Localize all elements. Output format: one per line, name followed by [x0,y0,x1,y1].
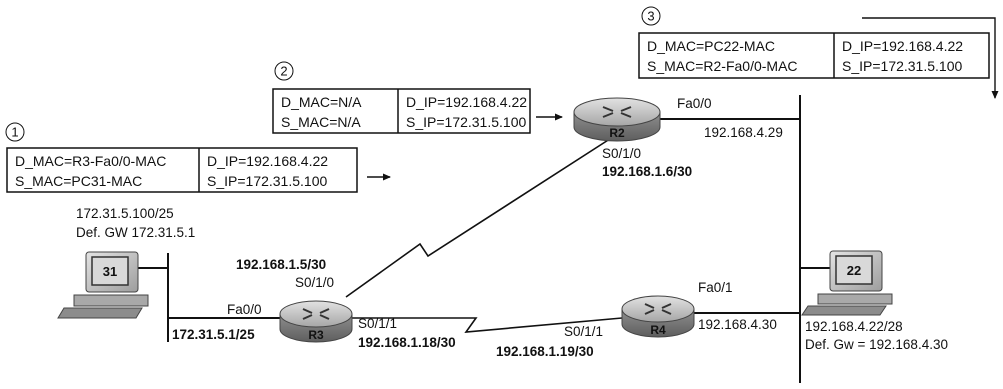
step-3-arrow-icon [862,17,999,99]
r2-fa-port: Fa0/0 [677,96,712,111]
r4-fa-port: Fa0/1 [698,280,733,295]
step-1-marker [5,122,25,142]
r4-serial-ip: 192.168.1.19/30 [496,344,594,359]
pc31-gateway-label: Def. GW 172.31.5.1 [76,225,195,240]
step-3-number: 3 [647,9,654,24]
step-3-marker [641,6,661,26]
serial-link-r3-r2 [345,134,617,298]
router-r3-icon[interactable] [279,300,353,343]
pc22-ip-label: 192.168.4.22/28 [805,319,903,334]
step-1-dst-mac: D_MAC=R3-Fa0/0-MAC [15,153,166,169]
pc31-number: 31 [103,264,117,279]
r4-fa-ip: 192.168.4.30 [698,317,777,332]
r3-s010-port: S0/1/0 [295,275,334,290]
step-1-src-mac: S_MAC=PC31-MAC [15,173,142,189]
step-2-marker [274,61,294,81]
router-r2-icon[interactable] [573,97,661,142]
step-3-dst-ip: D_IP=192.168.4.22 [842,38,963,54]
r3-fa-ip: 172.31.5.1/25 [172,327,255,342]
r2-name: R2 [609,126,625,140]
step-3-src-mac: S_MAC=R2-Fa0/0-MAC [647,58,798,74]
step-3-dst-mac: D_MAC=PC22-MAC [647,38,775,54]
r2-fa-ip: 192.168.4.29 [704,125,783,140]
pc22-gateway-label: Def. Gw = 192.168.4.30 [805,337,948,352]
r3-s011-port: S0/1/1 [358,316,397,331]
serial-link-r3-r4 [352,317,623,333]
step-1-header-box [6,147,358,193]
step-3-src-ip: S_IP=172.31.5.100 [842,58,962,74]
pc22-icon[interactable] [801,250,893,316]
step-2-src-ip: S_IP=172.31.5.100 [406,114,526,130]
r3-s010-ip: 192.168.1.5/30 [236,257,326,272]
router-r4-icon[interactable] [621,295,695,338]
r4-name: R4 [650,323,666,337]
step-2-header-box [272,88,531,134]
step-2-dst-ip: D_IP=192.168.4.22 [406,94,527,110]
step-2-dst-mac: D_MAC=N/A [281,94,362,110]
pc31-ip-label: 172.31.5.100/25 [76,206,174,221]
r3-name: R3 [308,328,324,342]
step-1-number: 1 [11,125,18,140]
r2-serial-ip: 192.168.1.6/30 [602,164,692,179]
r2-serial-port: S0/1/0 [602,146,641,161]
r3-s011-ip: 192.168.1.18/30 [358,335,456,350]
r4-serial-port: S0/1/1 [564,324,603,339]
r3-fa-port: Fa0/0 [227,302,262,317]
step-3-header-box [638,32,990,79]
step-1-src-ip: S_IP=172.31.5.100 [207,173,327,189]
pc31-icon[interactable] [57,251,149,319]
step-2-number: 2 [280,64,287,79]
step-1-dst-ip: D_IP=192.168.4.22 [207,153,328,169]
pc22-number: 22 [847,263,861,278]
step-2-src-mac: S_MAC=N/A [281,114,361,130]
